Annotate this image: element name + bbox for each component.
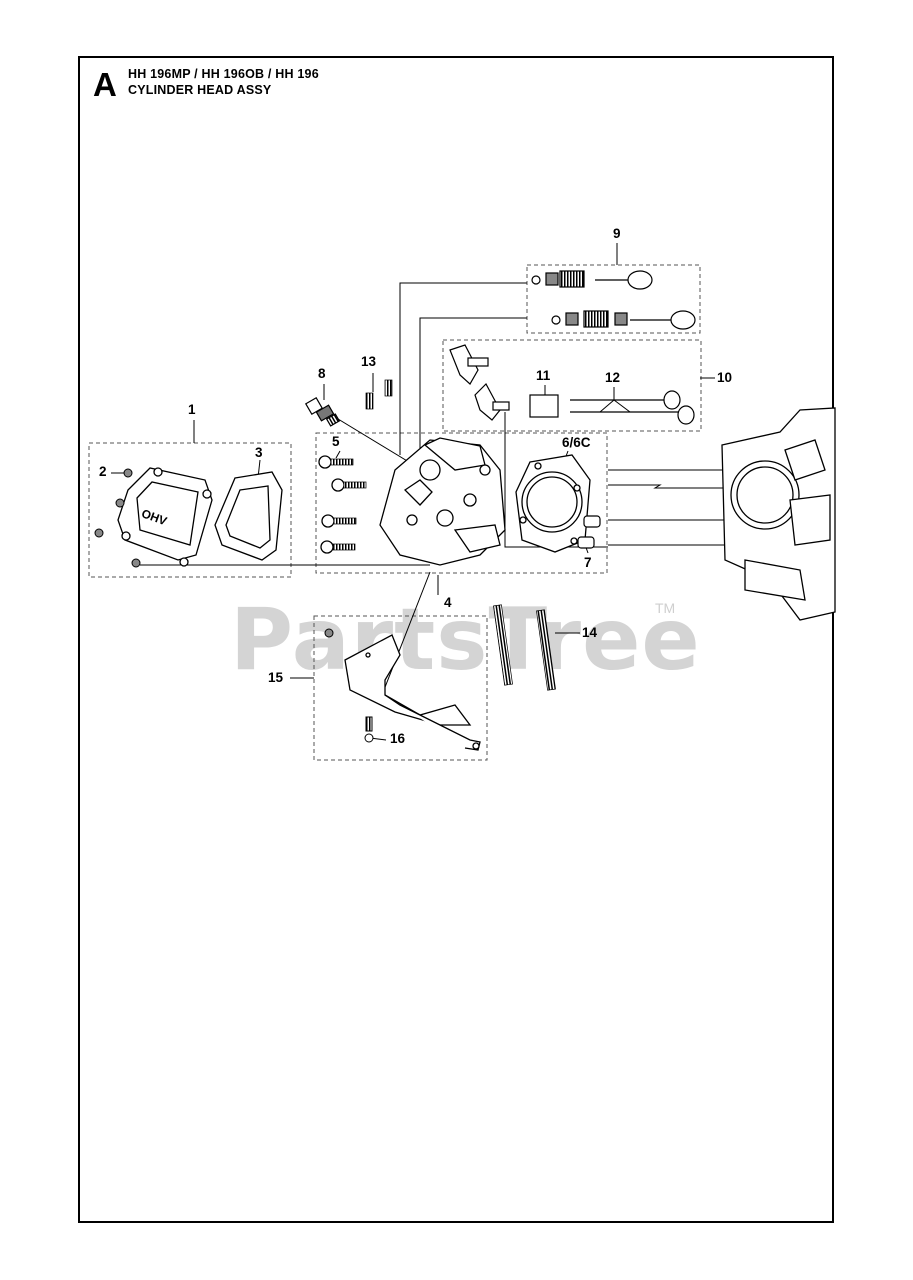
callout-16: 16 (390, 731, 406, 746)
watermark-trademark: TM (655, 600, 676, 616)
cover-gasket-part (214, 471, 283, 561)
group-box-cylinder-head (315, 432, 608, 574)
rocker-pins-part (365, 379, 393, 410)
callout-15: 15 (268, 670, 284, 685)
group-box-head-cover (313, 615, 488, 761)
valve-set-part (531, 270, 696, 330)
model-list: HH 196MP / HH 196OB / HH 196 (128, 67, 319, 81)
cylinder-head-part (379, 437, 506, 566)
callout-6: 6/6C (562, 435, 591, 450)
watermark: PartsTree (230, 590, 701, 690)
callout-11: 11 (536, 368, 551, 383)
callout-3: 3 (255, 445, 263, 460)
section-letter: A (93, 66, 117, 103)
rocker-arms-part (449, 344, 510, 421)
guide-plate-part (529, 394, 559, 418)
head-bolts-part (318, 455, 367, 554)
callout-8: 8 (318, 366, 326, 381)
group-box-valves (526, 264, 701, 334)
callout-10: 10 (717, 370, 733, 385)
callout-12: 12 (605, 370, 621, 385)
studs-part (493, 604, 556, 691)
callout-5: 5 (332, 434, 340, 449)
valve-cover-part: OHV (117, 467, 213, 567)
callout-1: 1 (188, 402, 196, 417)
diagram-title: CYLINDER HEAD ASSY (128, 83, 272, 97)
cover-bolt-part (364, 716, 374, 743)
group-box-valve-cover (88, 442, 292, 578)
cover-screws-part (94, 468, 141, 568)
dowel-pins-part (577, 515, 601, 549)
diagram-frame (78, 56, 834, 1223)
head-cover-part (344, 634, 481, 751)
callout-13: 13 (361, 354, 377, 369)
callout-2: 2 (99, 464, 107, 479)
callout-4: 4 (444, 595, 452, 610)
spark-plug-part (304, 396, 341, 427)
group-box-rocker-arms (442, 339, 702, 432)
cover-nut-part (324, 628, 334, 638)
callout-14: 14 (582, 625, 598, 640)
engine-block-part (721, 407, 836, 621)
callout-7: 7 (584, 555, 592, 570)
callout-9: 9 (613, 226, 621, 241)
head-gasket-part (515, 454, 591, 553)
push-rods-part (570, 390, 695, 425)
